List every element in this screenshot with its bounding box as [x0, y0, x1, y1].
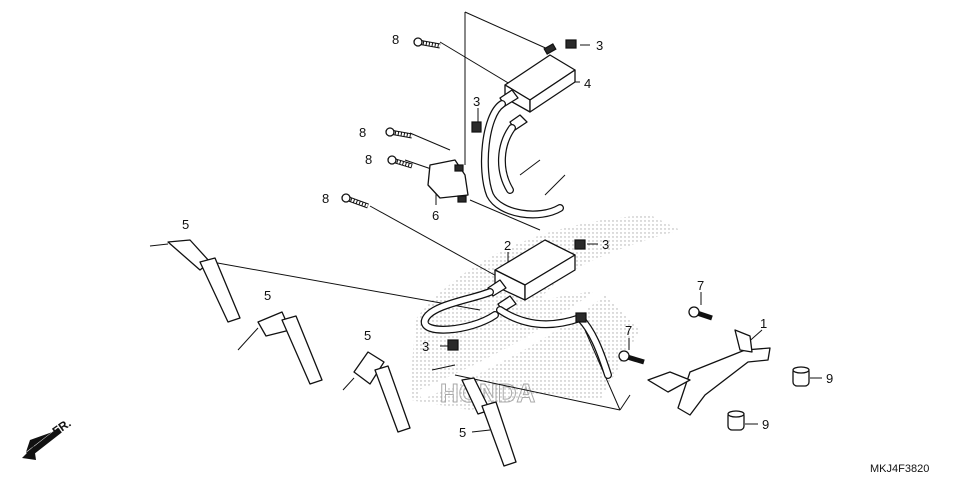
plug-cap-5c: [342, 351, 411, 433]
callout-3a: 3: [596, 38, 603, 53]
callout-3b: 3: [473, 94, 480, 109]
bolt-8d: [341, 193, 369, 209]
upper-ignition-coil: [499, 43, 576, 131]
honda-watermark: HONDA: [410, 215, 680, 410]
grommet-9a: [792, 366, 810, 387]
callout-4: 4: [584, 76, 591, 91]
mount-bracket: [647, 329, 771, 416]
front-direction-arrow: [22, 427, 62, 460]
callout-2: 2: [504, 238, 511, 253]
callout-5b: 5: [264, 288, 271, 303]
bolt-7a: [688, 306, 713, 321]
bolt-7b: [618, 350, 645, 365]
callout-3d: 3: [422, 339, 429, 354]
callout-5a: 5: [182, 217, 189, 232]
callout-8b: 8: [359, 125, 366, 140]
callout-3c: 3: [602, 237, 609, 252]
callout-9a: 9: [826, 371, 833, 386]
plug-cap-5d: [461, 377, 517, 467]
callout-8c: 8: [365, 152, 372, 167]
coil-bracket: [427, 159, 469, 203]
callout-8a: 8: [392, 32, 399, 47]
nut-3b: [471, 121, 482, 133]
nut-3d: [447, 339, 459, 351]
plug-cap-5b: [237, 311, 323, 385]
bolt-8c: [387, 155, 413, 169]
plug-cap-5a: [149, 239, 241, 323]
callout-5c: 5: [364, 328, 371, 343]
callout-9b: 9: [762, 417, 769, 432]
grommet-9b: [727, 410, 745, 431]
part-code: MKJ4F3820: [870, 463, 929, 475]
honda-logo-text: HONDA: [440, 378, 536, 408]
callout-1: 1: [760, 316, 767, 331]
nut-3a: [565, 39, 577, 49]
callout-8d: 8: [322, 191, 329, 206]
callout-7b: 7: [625, 323, 632, 338]
nut-3c: [574, 239, 586, 250]
callout-6: 6: [432, 208, 439, 223]
callout-7a: 7: [697, 278, 704, 293]
bolt-8b: [385, 127, 413, 139]
bolt-8a: [413, 37, 441, 49]
callout-5d: 5: [459, 425, 466, 440]
